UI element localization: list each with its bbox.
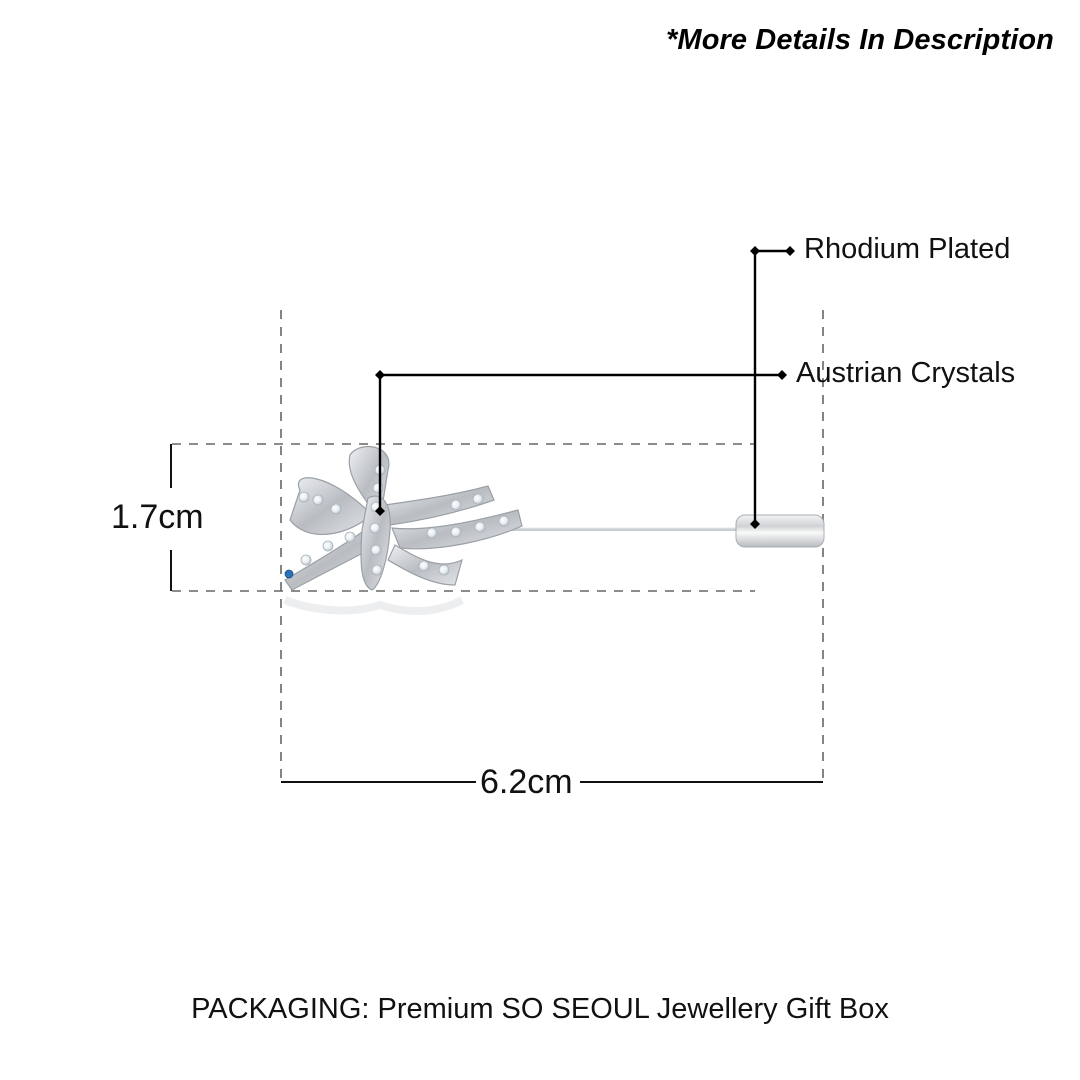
pin-shaft xyxy=(500,527,740,531)
bow-reflection xyxy=(283,596,464,616)
callout-rhodium-plated: Rhodium Plated xyxy=(804,233,1011,265)
more-details-note: *More Details In Description xyxy=(666,24,1054,56)
callout-crystals-line xyxy=(375,370,787,516)
height-dimension-label: 1.7cm xyxy=(111,498,204,536)
width-guides xyxy=(280,310,824,782)
callout-austrian-crystals: Austrian Crystals xyxy=(796,357,1016,389)
height-guides xyxy=(172,443,755,592)
bow-ornament xyxy=(284,446,523,591)
pin-cap xyxy=(735,514,825,548)
callout-rhodium-line xyxy=(750,246,795,529)
packaging-note: PACKAGING: Premium SO SEOUL Jewellery Gi… xyxy=(191,993,889,1025)
width-dimension-label: 6.2cm xyxy=(478,763,575,801)
